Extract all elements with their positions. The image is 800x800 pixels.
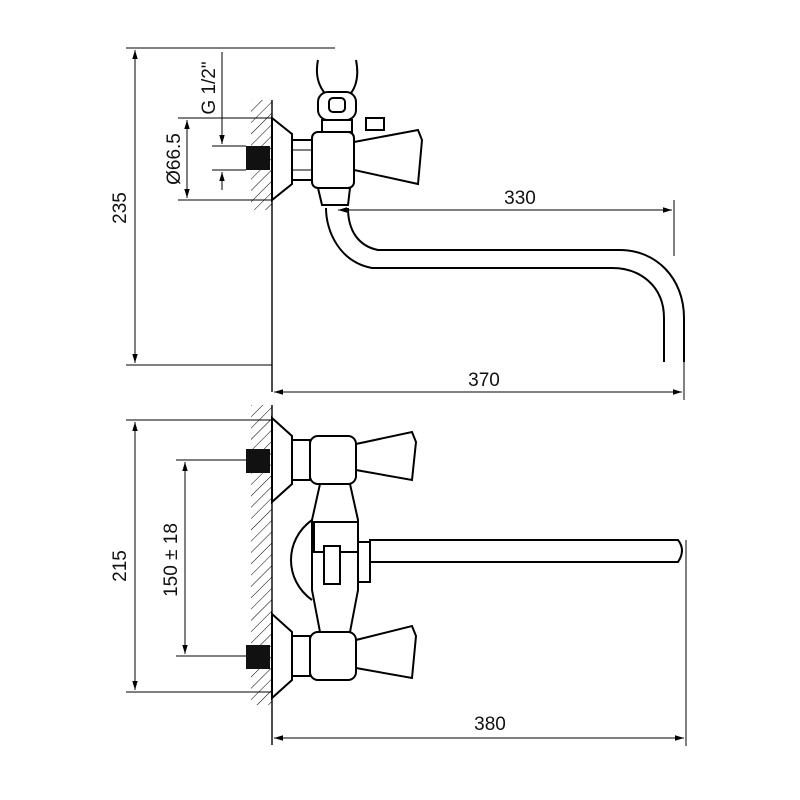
flange-lower xyxy=(271,611,293,701)
valve-body-lower xyxy=(309,631,357,681)
mixer-curve xyxy=(290,519,313,601)
bottom-view: 215 150 ± 18 380 xyxy=(110,405,687,746)
hex-nut-lower xyxy=(291,635,311,677)
outlet-top xyxy=(316,187,352,206)
lever-top xyxy=(365,117,385,131)
dim-label-215: 215 xyxy=(110,550,131,582)
hex-nut-upper xyxy=(291,439,311,481)
hex-nut-top xyxy=(291,139,313,181)
inlet-thread-top xyxy=(246,146,270,170)
dim-label-thread: G 1/2" xyxy=(199,61,220,114)
spout-inner-top xyxy=(347,207,685,362)
dim-label-330: 330 xyxy=(504,188,536,209)
flange-upper xyxy=(271,415,293,505)
top-view: 235 G 1/2" Ø66.5 330 370 xyxy=(110,47,685,400)
dim-label-150: 150 ± 18 xyxy=(161,523,182,597)
inlet-thread-lower xyxy=(246,645,270,669)
inlet-thread-upper xyxy=(246,449,270,473)
dim-label-370: 370 xyxy=(468,370,500,391)
handle-top xyxy=(353,128,424,186)
flange-top xyxy=(271,115,293,203)
dim-label-diameter: Ø66.5 xyxy=(164,133,185,185)
spout-bottom xyxy=(369,539,683,563)
handle-upper xyxy=(355,430,418,482)
wall-hatch-bottom xyxy=(251,405,272,705)
valve-body-top xyxy=(311,131,355,189)
spout-outer-top xyxy=(325,207,665,362)
diverter-knob xyxy=(323,545,341,585)
dim-label-235: 235 xyxy=(110,192,131,224)
handle-lower xyxy=(355,624,418,680)
dim-label-380: 380 xyxy=(474,714,506,735)
valve-body-upper xyxy=(309,435,357,485)
